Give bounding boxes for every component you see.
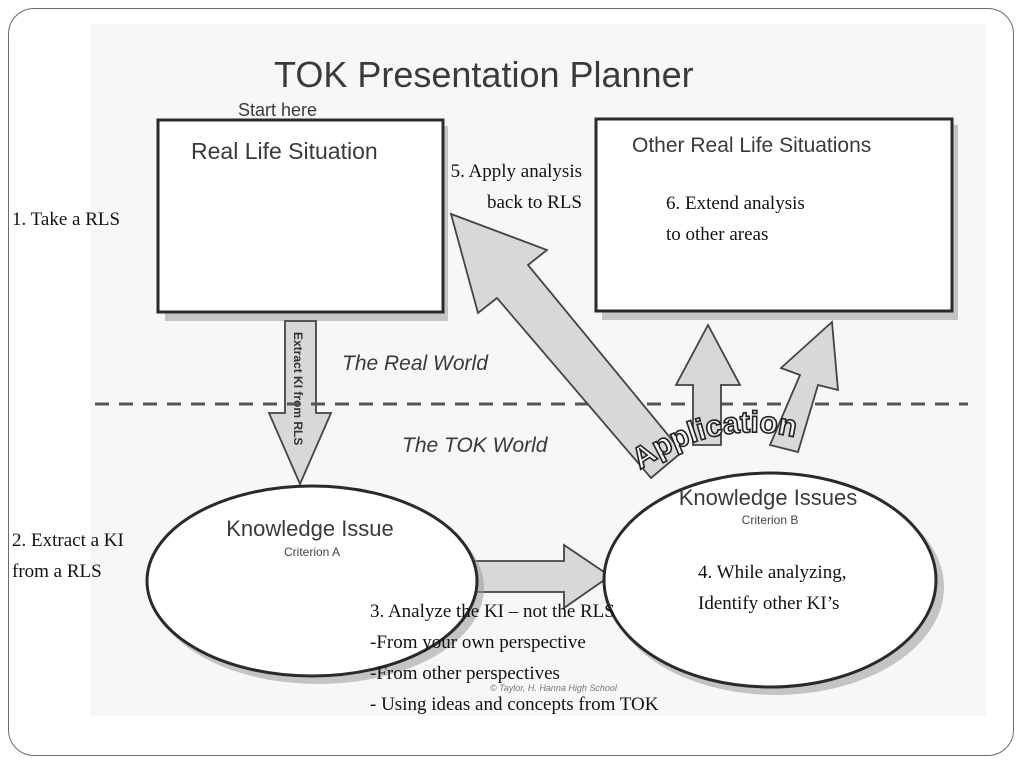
slide-frame — [8, 8, 1014, 756]
extend-arrow-right — [768, 320, 840, 454]
note-step-6-line-1: 6. Extend analysis — [666, 193, 805, 214]
other-real-life-situations-label: Other Real Life Situations — [632, 134, 871, 157]
note-step-4: 4. While analyzing, Identify other KI’s — [698, 557, 846, 619]
note-step-6: 6. Extend analysis to other areas — [666, 188, 805, 250]
extract-ki-label: Extract KI from RLS — [291, 332, 305, 445]
note-step-4-line-2: Identify other KI’s — [698, 593, 840, 614]
planner-title: TOK Presentation Planner — [274, 54, 694, 95]
note-step-3-line-1: 3. Analyze the KI – not the RLS — [370, 601, 615, 622]
note-step-2: 2. Extract a KI from a RLS — [12, 525, 124, 587]
knowledge-issue-ellipse — [145, 484, 479, 678]
real-life-situation-label: Real Life Situation — [191, 138, 378, 164]
knowledge-issues-title: Knowledge Issues — [679, 485, 858, 510]
knowledge-issues-criterion: Criterion B — [742, 513, 799, 527]
note-step-3: 3. Analyze the KI – not the RLS -From yo… — [370, 596, 658, 720]
note-step-5-line-1: 5. Apply analysis — [450, 161, 582, 182]
note-step-2-line-1: 2. Extract a KI — [12, 530, 124, 551]
knowledge-issue-criterion: Criterion A — [284, 545, 340, 559]
note-step-3-line-3: -From other perspectives — [370, 663, 560, 684]
note-step-5: 5. Apply analysis back to RLS — [420, 156, 582, 218]
real-world-label: The Real World — [342, 352, 489, 375]
extend-arrow-left — [674, 323, 742, 446]
knowledge-issues-ellipse — [602, 471, 938, 689]
start-here-label: Start here — [238, 100, 317, 120]
credit-line: © Taylor, H. Hanna High School — [490, 683, 618, 693]
note-step-5-line-2: back to RLS — [487, 192, 582, 213]
tok-world-label: The TOK World — [402, 434, 549, 457]
knowledge-issue-title: Knowledge Issue — [226, 516, 394, 541]
note-step-3-line-2: -From your own perspective — [370, 632, 586, 653]
real-life-situation-box — [156, 118, 445, 314]
note-step-1: 1. Take a RLS — [12, 209, 121, 230]
apply-back-arrow — [449, 212, 684, 480]
note-step-2-line-2: from a RLS — [12, 561, 102, 582]
note-step-4-line-1: 4. While analyzing, — [698, 562, 847, 583]
note-step-6-line-2: to other areas — [666, 224, 769, 245]
other-real-life-situations-box — [594, 117, 954, 313]
note-step-3-line-4: - Using ideas and concepts from TOK — [370, 694, 659, 715]
analyze-arrow — [469, 543, 612, 610]
